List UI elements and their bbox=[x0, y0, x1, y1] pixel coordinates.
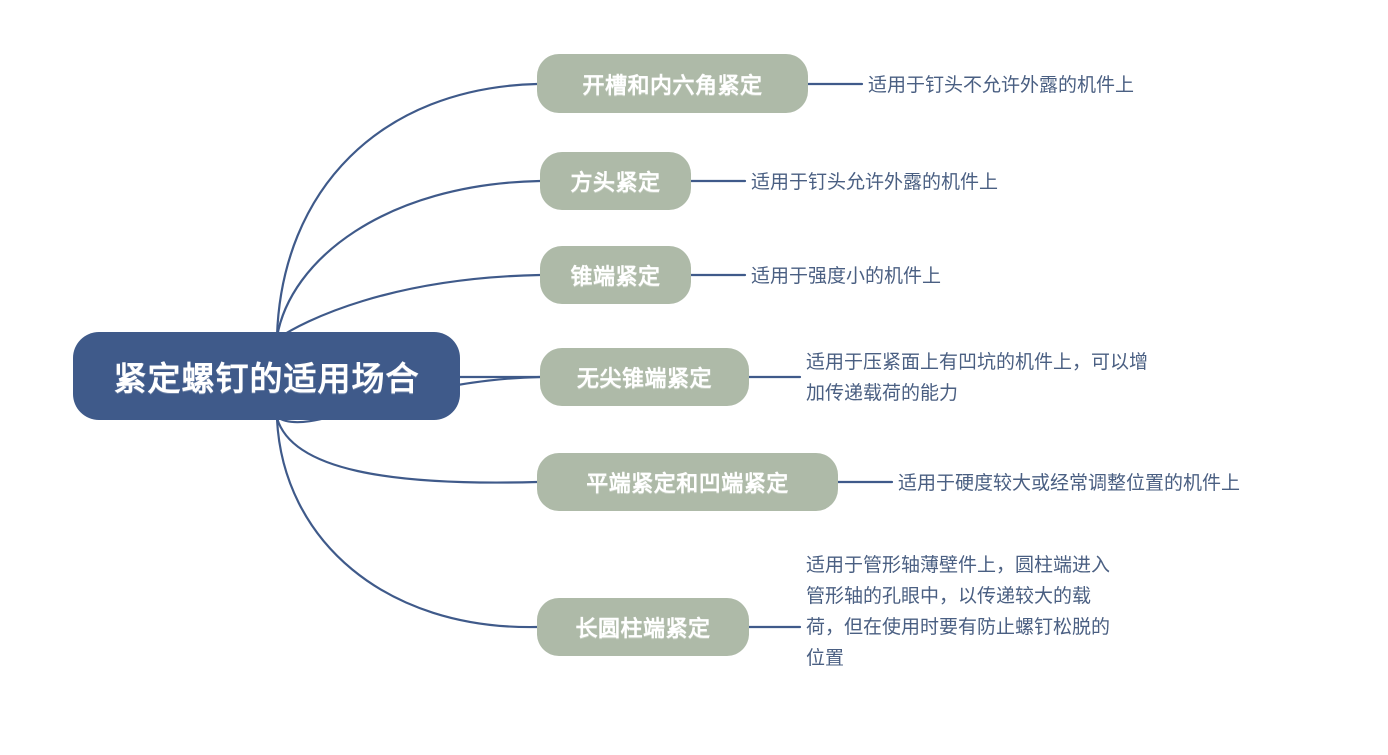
connector-curve-6 bbox=[275, 417, 539, 629]
branch-node-label-6: 长圆柱端紧定 bbox=[575, 616, 711, 641]
branch-node-label-5: 平端紧定和凹端紧定 bbox=[586, 471, 789, 496]
connector-curve-2 bbox=[275, 179, 542, 339]
root-node-label: 紧定螺钉的适用场合 bbox=[113, 360, 420, 397]
branch-node-label-2: 方头紧定 bbox=[570, 170, 661, 195]
connector-curve-1 bbox=[275, 82, 539, 338]
branch-description-2: 适用于钉头允许外露的机件上 bbox=[751, 172, 999, 193]
branch-description-1: 适用于钉头不允许外露的机件上 bbox=[868, 75, 1135, 96]
branch-node-2[interactable]: 方头紧定 bbox=[540, 152, 691, 210]
branch-node-3[interactable]: 锥端紧定 bbox=[540, 246, 691, 304]
branch-node-label-4: 无尖锥端紧定 bbox=[576, 366, 712, 391]
branch-node-label-3: 锥端紧定 bbox=[570, 264, 661, 289]
branch-node-6[interactable]: 长圆柱端紧定 bbox=[537, 598, 749, 656]
root-node[interactable]: 紧定螺钉的适用场合 bbox=[73, 332, 460, 420]
branch-node-1[interactable]: 开槽和内六角紧定 bbox=[537, 54, 808, 113]
branch-node-label-1: 开槽和内六角紧定 bbox=[582, 72, 763, 98]
branch-description-6: 适用于管形轴薄壁件上，圆柱端进入 管形轴的孔眼中，以传递较大的载 荷，但在使用时… bbox=[806, 555, 1111, 669]
branch-description-5: 适用于硬度较大或经常调整位置的机件上 bbox=[898, 473, 1241, 494]
branch-node-4[interactable]: 无尖锥端紧定 bbox=[540, 348, 749, 406]
connector-curve-3 bbox=[275, 273, 542, 341]
connector-curve-5 bbox=[275, 416, 539, 484]
branch-description-4: 适用于压紧面上有凹坑的机件上，可以增 加传递载荷的能力 bbox=[806, 352, 1149, 404]
branch-description-3: 适用于强度小的机件上 bbox=[751, 266, 942, 287]
branch-node-5[interactable]: 平端紧定和凹端紧定 bbox=[537, 453, 838, 511]
